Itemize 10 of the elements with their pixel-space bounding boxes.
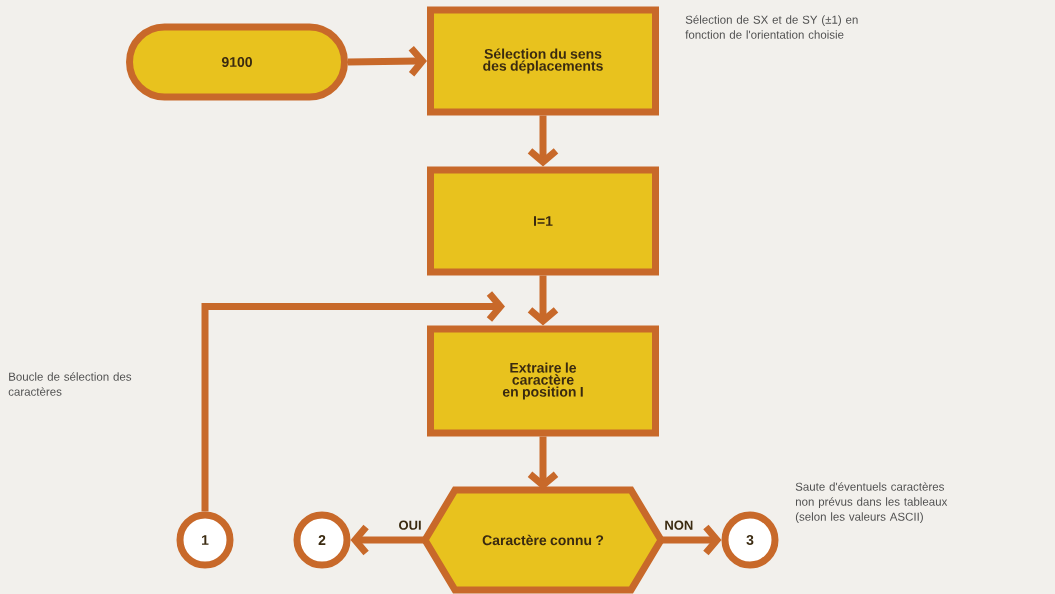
side-note: Boucle de sélection des caractères	[8, 372, 132, 396]
arrow	[201, 291, 505, 512]
arrow	[347, 45, 427, 77]
process-box: Extraire le caractère en position I	[427, 325, 659, 437]
edge-label: NON	[665, 520, 693, 530]
side-note: Sélection de SX et de SY (±1) en fonction de l'orientation choisie	[685, 15, 858, 39]
process-box: I=1	[427, 166, 659, 276]
process-box: Sélection du sens des déplacements	[427, 6, 659, 116]
edge-label: OUI	[399, 520, 421, 530]
side-note: Saute d'éventuels caractères non prévus dans les tableaux (selon les valeurs ASCII)	[795, 482, 948, 524]
